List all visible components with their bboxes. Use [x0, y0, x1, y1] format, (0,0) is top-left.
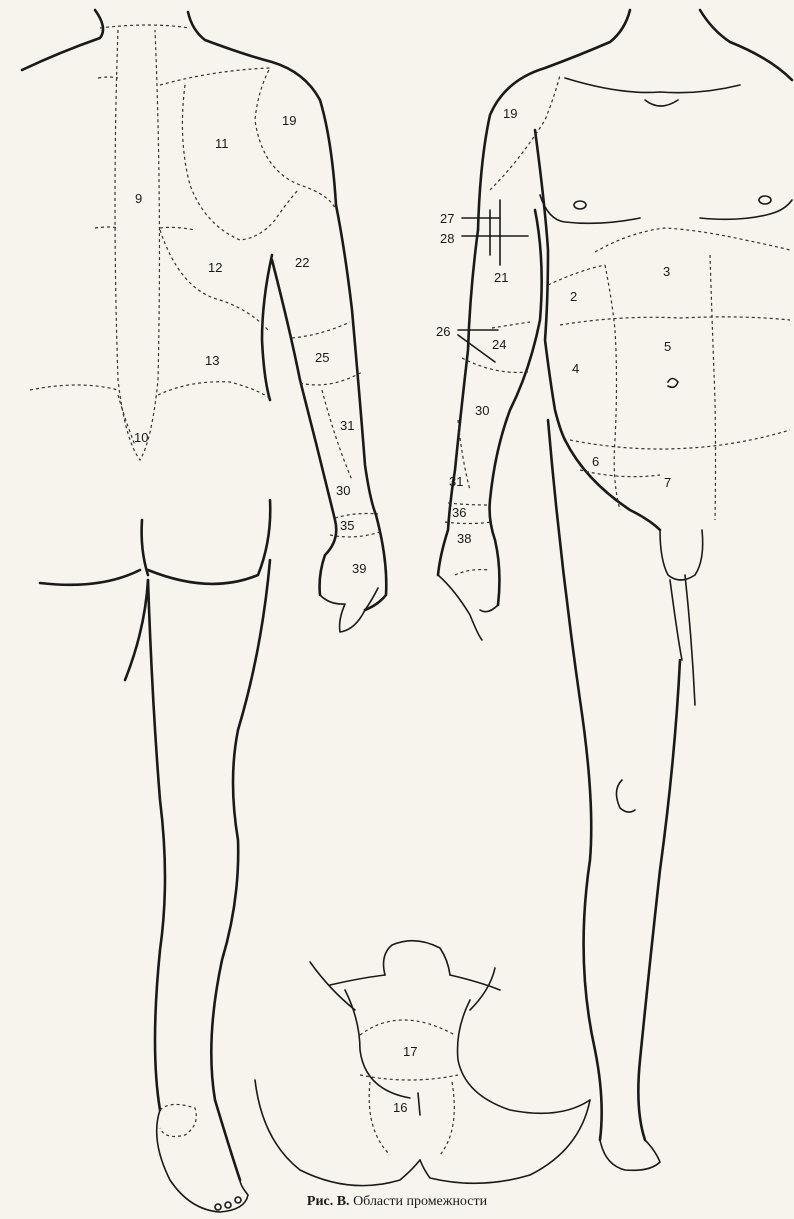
region-label: 26 [436, 324, 450, 339]
region-label: 31 [449, 474, 463, 489]
region-label: 17 [403, 1044, 417, 1059]
region-label: 10 [134, 430, 148, 445]
region-label: 24 [492, 337, 506, 352]
region-label: 30 [475, 403, 489, 418]
figure-caption-prefix: Рис. В. [307, 1194, 350, 1209]
region-label: 25 [315, 350, 329, 365]
region-label: 35 [340, 518, 354, 533]
region-label: 21 [494, 270, 508, 285]
region-label: 13 [205, 353, 219, 368]
region-label: 36 [452, 505, 466, 520]
front-view-figure [438, 10, 792, 1170]
region-label: 2 [570, 289, 577, 304]
figure-caption: Рис. В. Области промежности [0, 1194, 794, 1210]
region-label: 3 [663, 264, 670, 279]
region-label: 22 [295, 255, 309, 270]
region-label: 6 [592, 454, 599, 469]
region-label: 5 [664, 339, 671, 354]
region-label: 12 [208, 260, 222, 275]
region-label: 31 [340, 418, 354, 433]
region-label: 19 [282, 113, 296, 128]
region-label: 11 [215, 136, 229, 151]
region-label: 9 [135, 191, 142, 206]
region-label: 4 [572, 361, 579, 376]
back-view-figure [22, 10, 386, 1212]
region-label: 16 [393, 1100, 407, 1115]
region-label: 28 [440, 231, 454, 246]
region-label: 27 [440, 211, 454, 226]
figure-caption-text: Области промежности [353, 1194, 487, 1209]
region-label: 38 [457, 531, 471, 546]
region-label: 30 [336, 483, 350, 498]
region-label: 7 [664, 475, 671, 490]
region-label: 39 [352, 561, 366, 576]
region-label: 19 [503, 106, 517, 121]
perineum-view-figure [255, 941, 590, 1186]
